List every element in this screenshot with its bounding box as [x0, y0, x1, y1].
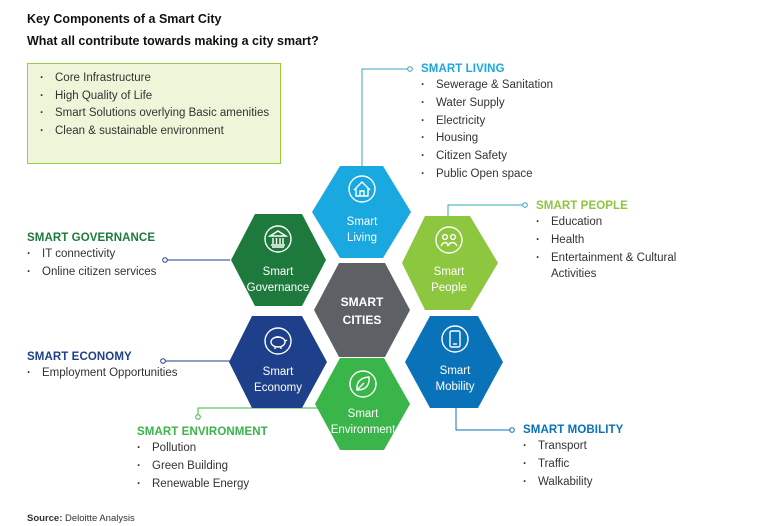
list-item: Water Supply	[421, 95, 553, 113]
list-item: Education	[536, 214, 716, 232]
hex-label-governance-1: Smart	[263, 266, 294, 278]
list-item: Walkability	[523, 474, 623, 492]
list-item: Public Open space	[421, 166, 553, 184]
key-point: Smart Solutions overlying Basic amenitie…	[40, 105, 272, 123]
hex-smart-environment[interactable]	[315, 358, 410, 450]
list-item: Health	[536, 232, 716, 250]
hex-label-living-1: Smart	[347, 216, 378, 228]
key-points-box: Core Infrastructure High Quality of Life…	[27, 63, 281, 164]
section-heading-people: SMART PEOPLE	[536, 200, 628, 212]
smartphone-icon	[441, 325, 469, 353]
list-item: Renewable Energy	[137, 476, 268, 494]
hex-smart-cities[interactable]	[314, 263, 410, 357]
list-item: Green Building	[137, 458, 268, 476]
list-item: Citizen Safety	[421, 148, 553, 166]
list-item: Entertainment & Cultural Activities	[536, 250, 716, 282]
piggy-bank-icon	[264, 327, 292, 355]
list-item: Online citizen services	[27, 264, 156, 282]
hex-label-economy-1: Smart	[263, 366, 294, 378]
source-note: Source: Deloitte Analysis	[27, 513, 135, 524]
section-smart-mobility: SMART MOBILITY Transport Traffic Walkabi…	[523, 422, 623, 491]
source-label: Source:	[27, 513, 63, 524]
section-smart-economy: SMART ECONOMY Employment Opportunities	[27, 349, 178, 383]
section-smart-living: SMART LIVING Sewerage & Sanitation Water…	[421, 61, 553, 184]
list-item: Sewerage & Sanitation	[421, 77, 553, 95]
section-heading-environment: SMART ENVIRONMENT	[137, 426, 268, 438]
page-title: Key Components of a Smart City	[27, 12, 222, 26]
hex-label-governance-2: Governance	[247, 282, 310, 294]
hex-label-living-2: Living	[347, 232, 377, 244]
section-heading-economy: SMART ECONOMY	[27, 351, 132, 363]
hex-label-environment-2: Environment	[331, 424, 396, 436]
section-heading-governance: SMART GOVERNANCE	[27, 232, 156, 244]
section-heading-mobility: SMART MOBILITY	[523, 424, 624, 436]
hex-label-environment-1: Smart	[348, 408, 379, 420]
hex-smart-governance[interactable]	[231, 214, 326, 306]
house-icon	[348, 175, 376, 203]
key-point: High Quality of Life	[40, 88, 272, 106]
people-icon	[435, 226, 463, 254]
connector-mobility	[455, 405, 512, 431]
connector-dot-mobility	[509, 427, 515, 433]
hex-smart-people[interactable]	[402, 216, 498, 310]
bank-building-icon	[264, 225, 292, 253]
hex-label-economy-2: Economy	[254, 382, 302, 394]
connector-environment	[197, 407, 318, 417]
connector-dot-living	[407, 66, 413, 72]
connector-living	[361, 68, 410, 166]
hex-label-center-1: SMART	[341, 295, 384, 309]
page-subtitle: What all contribute towards making a cit…	[27, 34, 319, 48]
hex-label-mobility-1: Smart	[440, 365, 471, 377]
list-item: Electricity	[421, 113, 553, 131]
hex-label-people-1: Smart	[434, 266, 465, 278]
connector-dot-economy	[160, 358, 166, 364]
hex-smart-mobility[interactable]	[405, 316, 503, 408]
connector-dot-environment	[195, 414, 201, 420]
hex-smart-living[interactable]	[312, 166, 411, 258]
list-item: Housing	[421, 130, 553, 148]
list-item: Employment Opportunities	[27, 365, 178, 383]
leaf-icon	[349, 370, 377, 398]
source-text: Deloitte Analysis	[65, 513, 135, 524]
key-point: Clean & sustainable environment	[40, 123, 272, 141]
hex-smart-economy[interactable]	[229, 316, 327, 408]
section-smart-governance: SMART GOVERNANCE IT connectivity Online …	[27, 230, 156, 282]
hex-label-center-2: CITIES	[343, 313, 382, 327]
list-item: IT connectivity	[27, 246, 156, 264]
section-heading-living: SMART LIVING	[421, 63, 505, 75]
section-smart-environment: SMART ENVIRONMENT Pollution Green Buildi…	[137, 424, 268, 493]
list-item: Traffic	[523, 456, 623, 474]
key-point: Core Infrastructure	[40, 70, 272, 88]
hex-label-mobility-2: Mobility	[436, 381, 475, 393]
list-item: Transport	[523, 438, 623, 456]
connector-dot-people	[522, 202, 528, 208]
connector-dot-governance	[162, 257, 168, 263]
hex-label-people-2: People	[431, 282, 467, 294]
connector-people	[447, 204, 525, 216]
section-smart-people: SMART PEOPLE Education Health Entertainm…	[536, 198, 716, 282]
list-item: Pollution	[137, 440, 268, 458]
